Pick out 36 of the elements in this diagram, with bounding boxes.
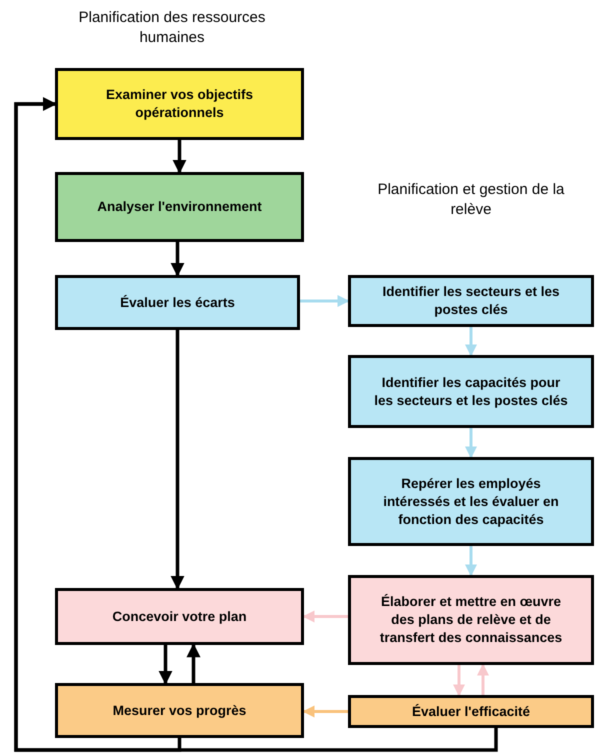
- box-text: Identifier les capacités pour les secteurs et les postes clés: [373, 374, 569, 410]
- arrow: [14, 97, 498, 752]
- process-box: [55, 683, 304, 738]
- arrow: [302, 610, 348, 622]
- process-box: [55, 172, 304, 242]
- process-box: [348, 695, 594, 728]
- box-text: Concevoir votre plan: [112, 608, 247, 626]
- box-text: Analyser l'environnement: [97, 198, 262, 216]
- arrow: [158, 645, 172, 685]
- arrow: [465, 546, 477, 576]
- box-text: Élaborer et mettre en œuvre des plans de relève et de transfert des connaissances: [378, 593, 564, 647]
- arrow: [186, 643, 200, 683]
- box-text: Évaluer les écarts: [120, 294, 235, 312]
- arrow: [477, 664, 489, 695]
- arrow: [300, 295, 350, 307]
- process-box: [55, 68, 304, 140]
- column-heading: Planification des ressources humaines: [78, 8, 266, 48]
- arrow: [302, 706, 348, 718]
- box-text: Mesurer vos progrès: [112, 702, 246, 720]
- arrow: [170, 330, 184, 590]
- arrow: [453, 665, 465, 696]
- process-box: [348, 575, 594, 665]
- column-heading: Planification et gestion de la relève: [376, 180, 566, 220]
- box-text: Identifier les secteurs et les postes clés: [381, 283, 561, 319]
- arrow: [172, 140, 186, 174]
- process-box: [55, 275, 300, 330]
- process-box: [348, 355, 594, 428]
- box-text: Repérer les employés intéressés et les évaluer en fonction des capacités: [382, 474, 560, 528]
- arrow: [465, 327, 477, 356]
- process-box: [348, 457, 594, 546]
- box-text: Évaluer l'efficacité: [412, 702, 530, 720]
- box-text: Examiner vos objectifs opérationnels: [104, 86, 254, 122]
- arrow: [170, 242, 184, 277]
- arrow: [465, 428, 477, 458]
- process-box: [55, 588, 304, 645]
- process-box: [348, 275, 594, 327]
